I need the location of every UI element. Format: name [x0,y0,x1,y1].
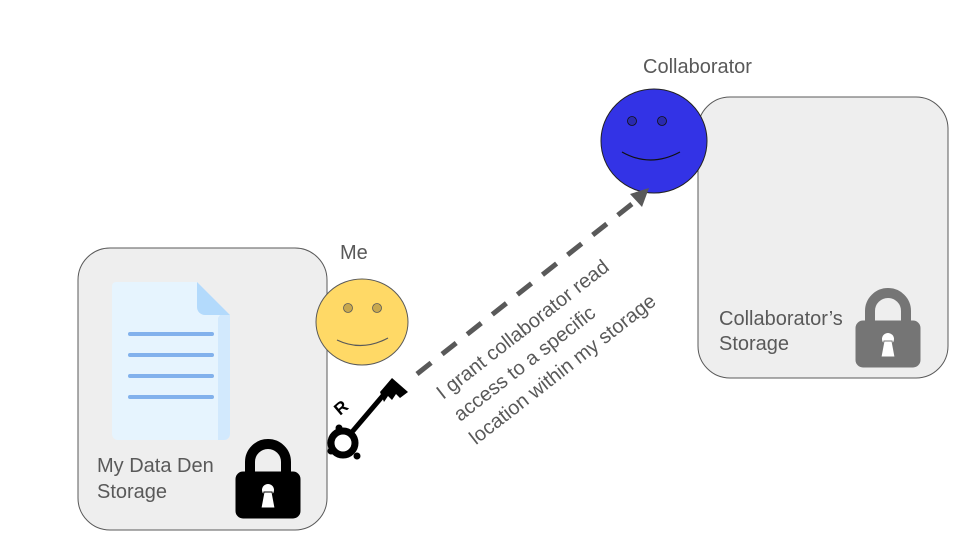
key-read-label: R [330,397,352,419]
my-storage-label-line2: Storage [97,481,167,503]
collaborator-face-icon [600,88,708,194]
me-face-icon [315,278,409,366]
key-icon: R [327,378,408,460]
collaborator-storage-label-line1: Collaborator’s [719,308,843,330]
me-label: Me [340,242,368,264]
document-icon [112,282,230,440]
collaborator-storage-label-line2: Storage [719,333,789,355]
collaborator-label: Collaborator [643,56,752,78]
my-storage-box: My Data Den Storage [77,247,328,531]
arrow-head [630,188,649,207]
my-storage-label-line1: My Data Den [97,455,214,477]
grant-access-arrow [415,192,646,376]
collaborator-storage-box: Collaborator’s Storage [697,96,949,379]
arrow-caption: I grant collaborator read access to a sp… [433,256,661,449]
